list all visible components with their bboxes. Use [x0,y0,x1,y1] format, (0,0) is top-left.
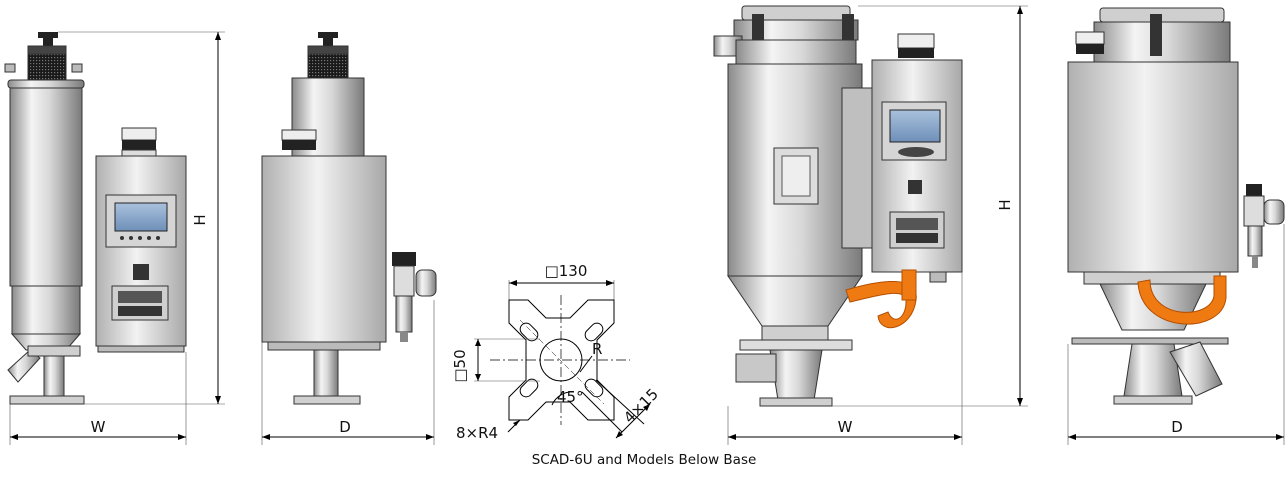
dimension-d1: D [261,300,435,445]
dimension-w1: W [9,352,187,445]
label-base-angle: 45° [557,388,584,406]
dimension-h2: H [832,5,1028,407]
label-base-inner: □50 [451,349,469,382]
base-plan-drawing: □130 □50 R 45° 8×R4 [451,262,662,442]
small-dryer-front-view [4,32,187,405]
large-dryer-side-view [1067,7,1285,405]
large-dryer-front-view [713,5,963,407]
label-base-square: □130 [545,262,588,280]
label-d2: D [1171,418,1183,436]
label-h2: H [996,199,1014,210]
dimension-h1: H [58,31,225,405]
label-base-slots: 4×15 [620,385,662,427]
label-d1: D [339,418,351,436]
small-dryer-side-view [261,32,437,405]
caption: SCAD-6U and Models Below Base [531,452,757,468]
label-base-radius: R [592,340,602,358]
label-w1: W [91,418,106,436]
label-h1: H [191,214,209,225]
dimension-d2: D [1067,224,1285,445]
label-base-holes: 8×R4 [456,424,498,442]
dimension-w2: W [727,272,963,445]
label-w2: W [838,418,853,436]
